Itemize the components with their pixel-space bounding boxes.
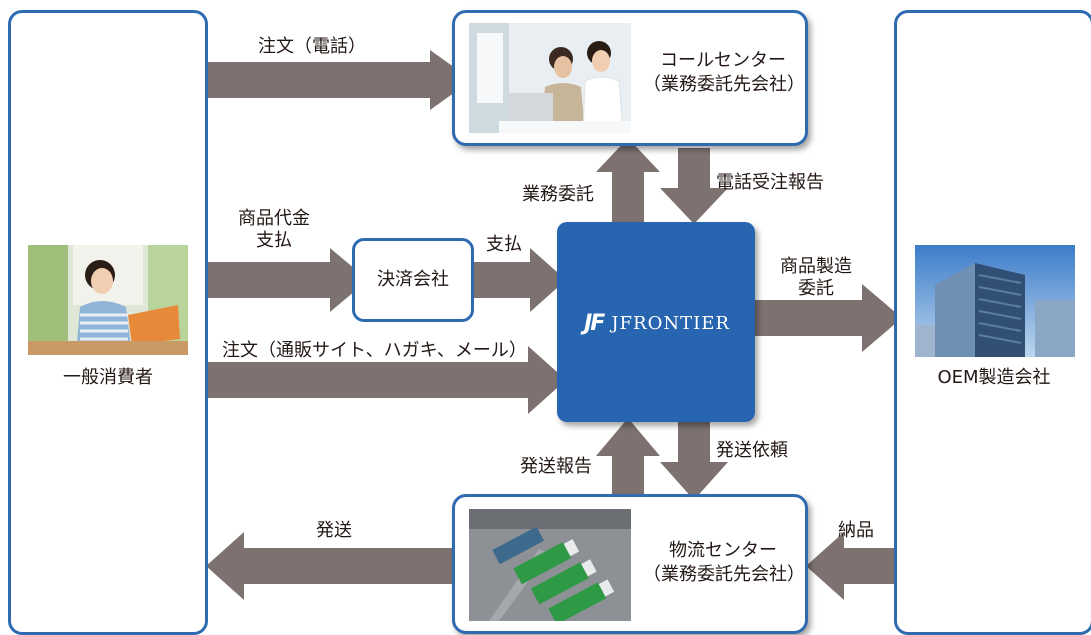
payment-company-box: 決済会社 bbox=[352, 238, 474, 322]
arrow-manufacturing bbox=[752, 284, 902, 352]
logistics-photo bbox=[469, 509, 631, 621]
jfrontier-name: JFRONTIER bbox=[611, 312, 730, 334]
label-manufacturing-1: 商品製造 bbox=[780, 256, 852, 277]
label-outsourcing: 業務委託 bbox=[522, 184, 594, 205]
label-manufacturing: 商品製造 委託 bbox=[768, 256, 864, 300]
label-product-payment: 商品代金 支払 bbox=[226, 208, 322, 252]
logistics-label: 物流センター （業務委託先会社） bbox=[643, 539, 805, 587]
arrow-payment bbox=[470, 248, 566, 312]
building-photo bbox=[915, 245, 1075, 357]
consumer-photo bbox=[28, 245, 188, 355]
logistics-name: 物流センター bbox=[669, 540, 777, 561]
arrow-shipping-request bbox=[660, 420, 728, 500]
logistics-sub: （業務委託先会社） bbox=[643, 564, 805, 585]
label-shipping: 発送 bbox=[316, 520, 352, 541]
label-manufacturing-2: 委託 bbox=[798, 278, 834, 299]
arrow-outsourcing bbox=[596, 138, 660, 230]
call-center-sub: （業務委託先会社） bbox=[643, 74, 805, 95]
label-product-payment-2: 支払 bbox=[256, 230, 292, 251]
arrow-order-phone bbox=[206, 50, 472, 110]
arrow-order-other bbox=[206, 346, 566, 414]
label-shipping-request: 発送依頼 bbox=[716, 440, 788, 461]
label-product-payment-1: 商品代金 bbox=[238, 208, 310, 229]
payment-company-label: 決済会社 bbox=[377, 269, 449, 290]
jfrontier-logo: JF JFRONTIER bbox=[567, 310, 747, 336]
label-payment: 支払 bbox=[486, 234, 522, 255]
call-center-label: コールセンター （業務委託先会社） bbox=[643, 49, 805, 97]
oem-label: OEM製造会社 bbox=[937, 367, 1051, 388]
arrow-phone-order-report bbox=[660, 148, 728, 224]
label-order-phone: 注文（電話） bbox=[258, 36, 366, 57]
consumer-box: 一般消費者 bbox=[8, 10, 208, 635]
arrow-shipping-report bbox=[596, 418, 660, 496]
oem-box: OEM製造会社 bbox=[894, 10, 1091, 635]
call-center-box: コールセンター （業務委託先会社） bbox=[452, 10, 808, 146]
call-center-name: コールセンター bbox=[660, 50, 786, 71]
label-shipping-report: 発送報告 bbox=[520, 456, 592, 477]
logistics-box: 物流センター （業務委託先会社） bbox=[452, 494, 808, 634]
label-order-other: 注文（通販サイト、ハガキ、メール） bbox=[222, 340, 527, 361]
label-delivery: 納品 bbox=[838, 520, 874, 541]
label-phone-order-report: 電話受注報告 bbox=[716, 172, 824, 193]
jfrontier-logo-mark: JF bbox=[584, 310, 605, 336]
call-center-photo bbox=[469, 23, 631, 133]
arrow-delivery bbox=[806, 532, 898, 600]
consumer-label: 一般消費者 bbox=[63, 367, 153, 388]
arrow-product-payment bbox=[206, 248, 368, 312]
arrow-shipping bbox=[206, 532, 456, 600]
jfrontier-box: JF JFRONTIER bbox=[557, 222, 755, 422]
